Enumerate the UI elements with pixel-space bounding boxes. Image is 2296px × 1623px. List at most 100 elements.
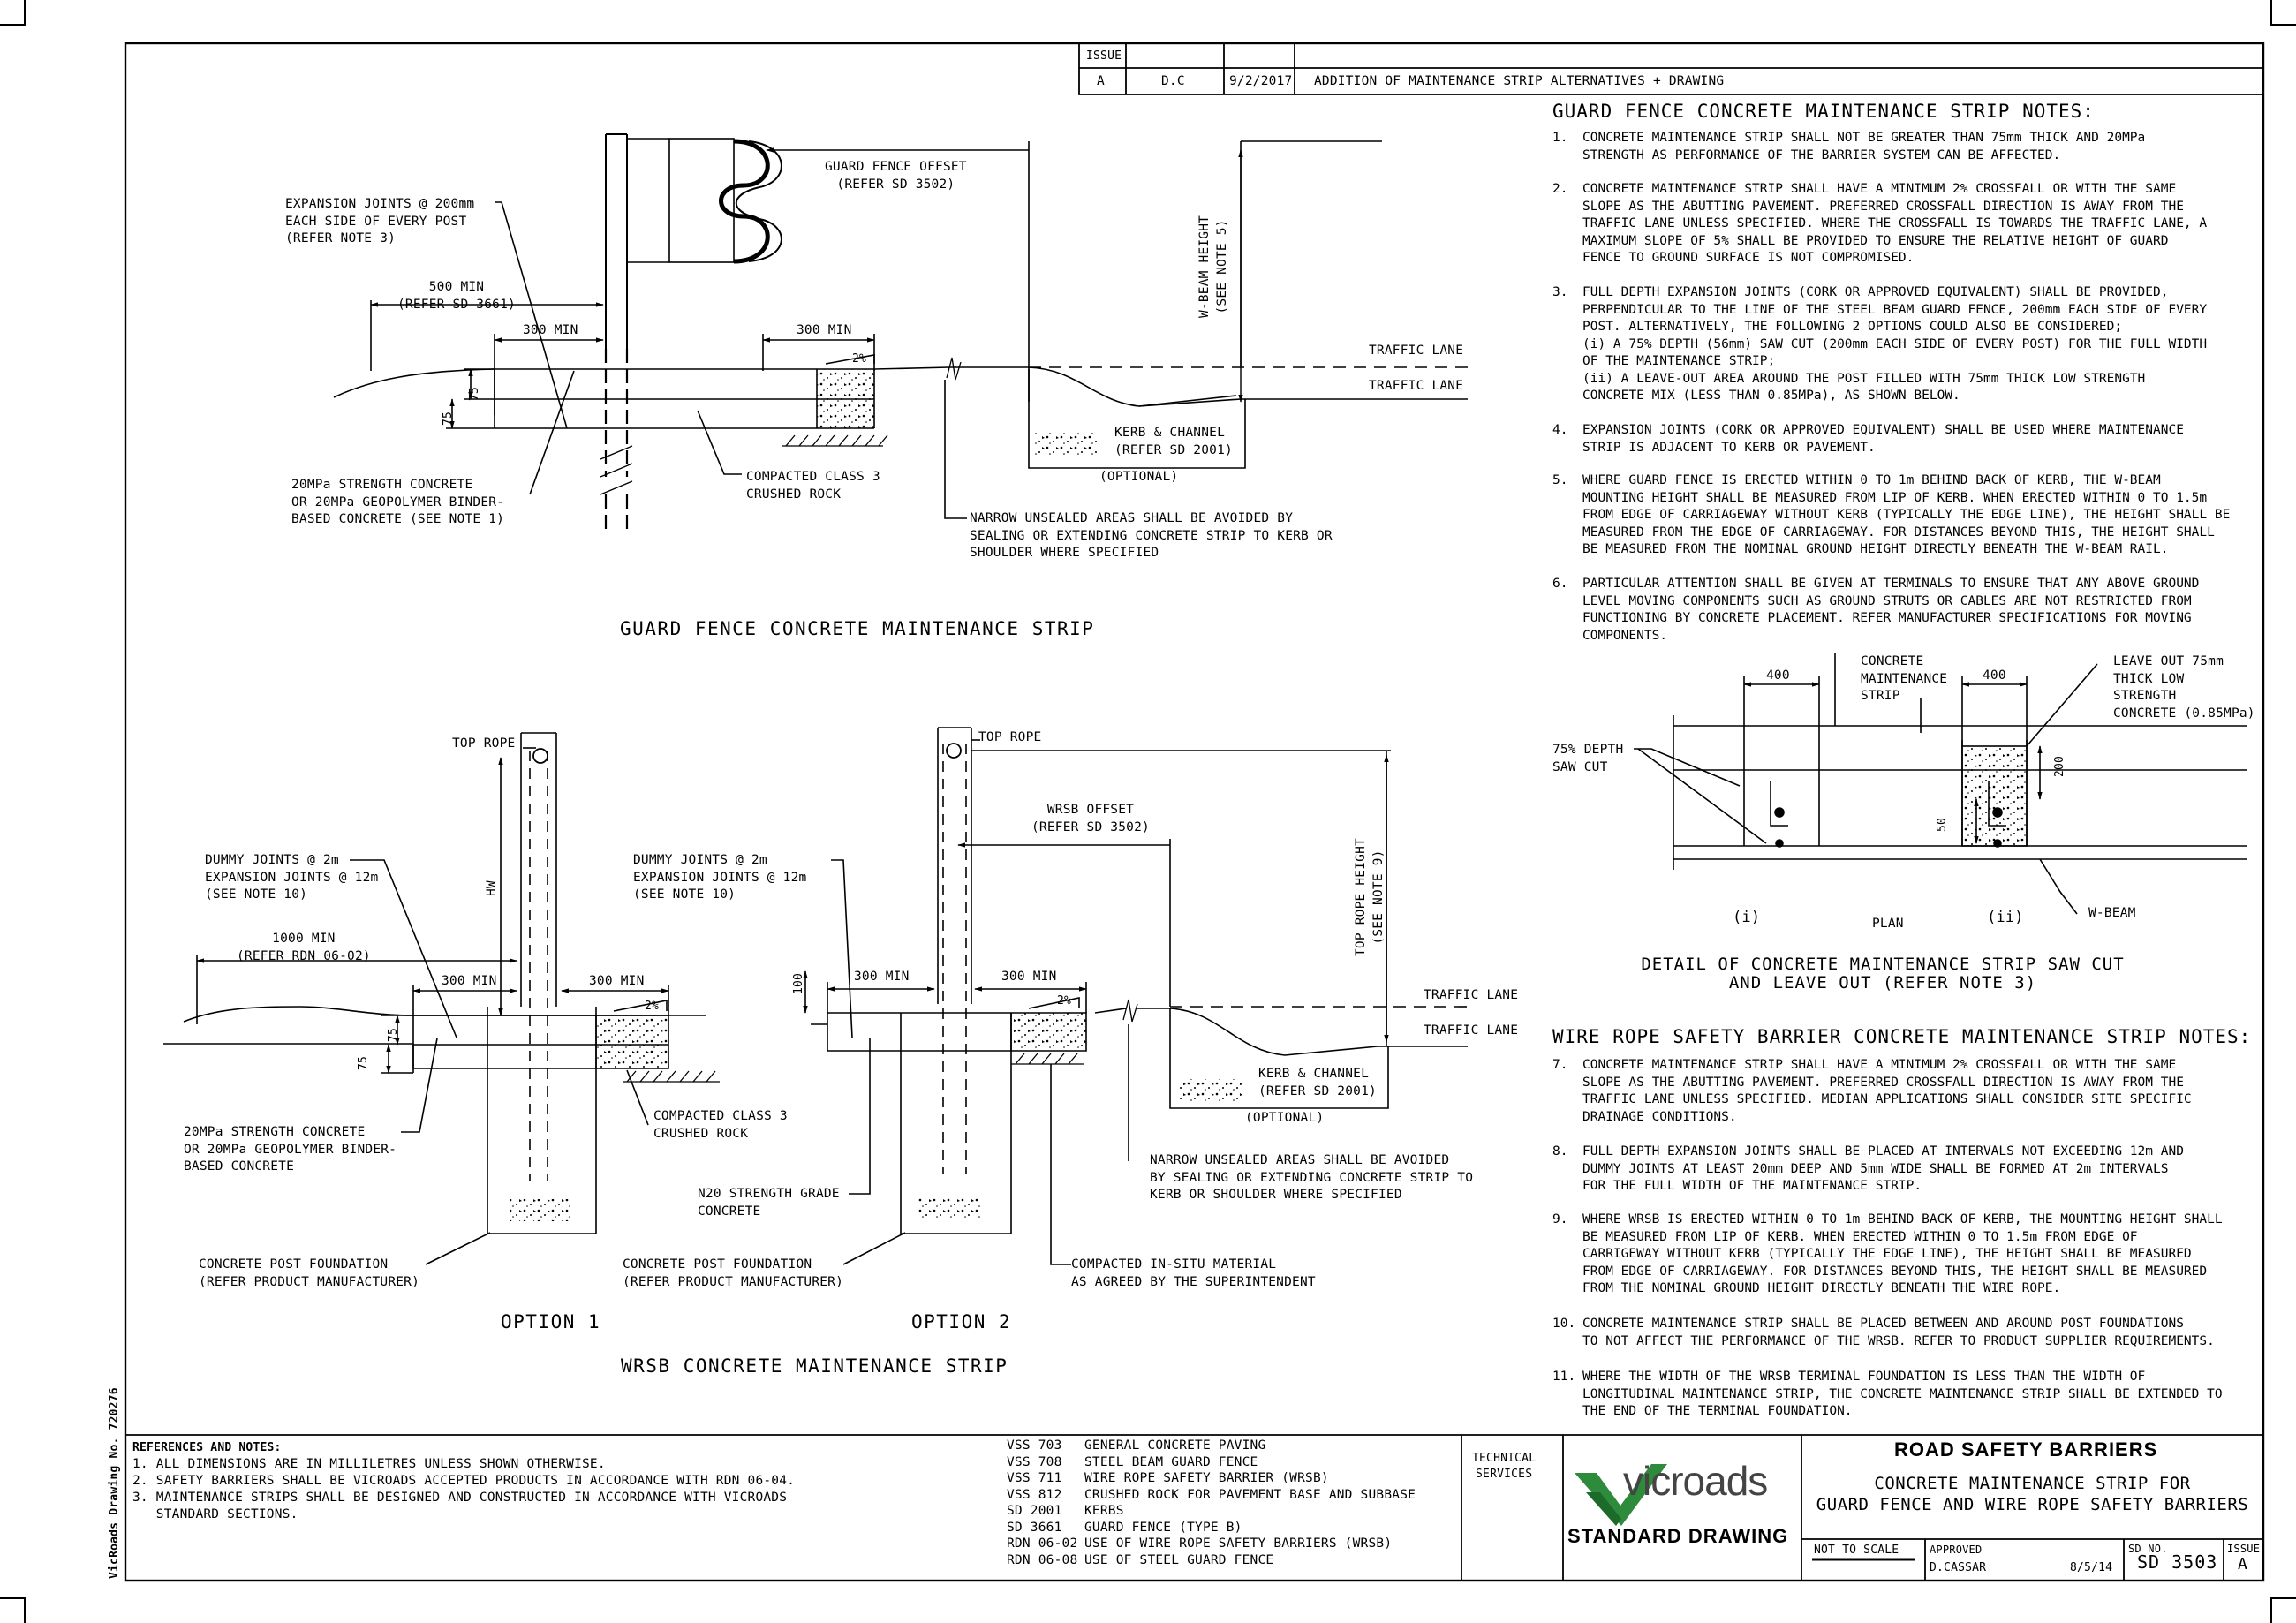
o2-optional-label: (OPTIONAL) <box>1245 1111 1325 1125</box>
detail-saw-cut-label: 75% DEPTH SAW CUT <box>1552 743 1624 774</box>
detail-wbeam-label: W-BEAM <box>2088 906 2136 920</box>
gf-dim-75b: 75 <box>442 411 455 426</box>
o2-top-rope-height-label: TOP ROPE HEIGHT (SEE NOTE 9) <box>1354 838 1386 956</box>
o1-dim-75b: 75 <box>357 1055 370 1070</box>
note-number: 8. <box>1552 1144 1568 1159</box>
title-block-lines <box>125 1434 2263 1581</box>
issue-table-by: D.C <box>1161 74 1185 88</box>
o2-kerb-label: KERB & CHANNEL (REFER SD 2001) <box>1258 1067 1377 1098</box>
o2-wrsb-offset-label: WRSB OFFSET (REFER SD 3502) <box>1031 803 1150 834</box>
detail-label-plan: PLAN <box>1872 917 1904 931</box>
o1-dim-75a: 75 <box>387 1027 400 1042</box>
not-to-scale: NOT TO SCALE <box>1814 1544 1899 1557</box>
note-text: WHERE THE WIDTH OF THE WRSB TERMINAL FOU… <box>1582 1370 2223 1418</box>
approved-label: APPROVED <box>1930 1544 1983 1556</box>
note-text: FULL DEPTH EXPANSION JOINTS (CORK OR APP… <box>1582 285 2208 403</box>
gf-caption: GUARD FENCE CONCRETE MAINTENANCE STRIP <box>620 618 1095 639</box>
o1-crushed-rock-label: COMPACTED CLASS 3 CRUSHED ROCK <box>653 1109 788 1141</box>
issue-label: ISSUE <box>2227 1543 2261 1555</box>
note-text: WHERE WRSB IS ERECTED WITHIN 0 TO 1m BEH… <box>1582 1212 2223 1295</box>
o2-traffic-lane-1: TRAFFIC LANE <box>1424 988 1519 1002</box>
note-number: 2. <box>1552 182 1568 196</box>
wrsb-option-1 <box>163 732 720 1265</box>
issue-table-header: ISSUE <box>1086 49 1122 63</box>
detail-400-left: 400 <box>1766 668 1790 683</box>
detail-strip-label: CONCRETE MAINTENANCE STRIP <box>1861 654 1948 703</box>
title-sub: CONCRETE MAINTENANCE STRIP FOR GUARD FEN… <box>1816 1474 2249 1514</box>
title-main: ROAD SAFETY BARRIERS <box>1894 1438 2158 1461</box>
std-codes: VSS 703 VSS 708 VSS 711 VSS 812 SD 2001 … <box>1007 1438 1078 1567</box>
o2-top-rope-label: TOP ROPE <box>978 730 1042 744</box>
approved-by: D.CASSAR <box>1930 1561 1987 1574</box>
detail-dim-200: 200 <box>2053 755 2066 777</box>
logo-mark <box>1575 1464 1667 1526</box>
o1-post-foundation-label: CONCRETE POST FOUNDATION (REFER PRODUCT … <box>199 1257 420 1289</box>
vicroads-logo-text: vicroads <box>1623 1458 1768 1504</box>
issue-table-issue: A <box>1097 74 1105 88</box>
note-text: WHERE GUARD FENCE IS ERECTED WITHIN 0 TO… <box>1582 473 2231 556</box>
note-number: 9. <box>1552 1212 1568 1227</box>
o2-crossfall-label: 2% <box>1057 994 1072 1008</box>
note-text: CONCRETE MAINTENANCE STRIP SHALL BE PLAC… <box>1582 1317 2215 1348</box>
o2-traffic-lane-2: TRAFFIC LANE <box>1424 1023 1519 1038</box>
wrsb-caption: WRSB CONCRETE MAINTENANCE STRIP <box>621 1355 1008 1377</box>
wrsb-notes-heading: WIRE ROPE SAFETY BARRIER CONCRETE MAINTE… <box>1552 1026 2252 1047</box>
standard-drawing-label: STANDARD DRAWING <box>1567 1525 1789 1547</box>
note-number: 6. <box>1552 577 1568 591</box>
gf-wbeam-height-label: W-BEAM HEIGHT (SEE NOTE 5) <box>1197 215 1229 318</box>
side-drawing-number: VicRoads Drawing No. 720276 <box>108 1387 121 1579</box>
guard-fence-section <box>333 133 1468 530</box>
gf-300min-right-label: 300 MIN <box>797 323 852 337</box>
note-number: 3. <box>1552 285 1568 299</box>
refs-notes: 1. ALL DIMENSIONS ARE IN MILLILETRES UNL… <box>132 1457 796 1521</box>
o2-narrow-areas-label: NARROW UNSEALED AREAS SHALL BE AVOIDED B… <box>1150 1153 1474 1202</box>
note-text: FULL DEPTH EXPANSION JOINTS SHALL BE PLA… <box>1582 1144 2184 1193</box>
note-text: CONCRETE MAINTENANCE STRIP SHALL HAVE A … <box>1582 1058 2192 1124</box>
o1-concrete-label: 20MPa STRENGTH CONCRETE OR 20MPa GEOPOLY… <box>184 1125 397 1174</box>
o2-300min-left: 300 MIN <box>854 970 910 984</box>
note-text: PARTICULAR ATTENTION SHALL BE GIVEN AT T… <box>1582 577 2200 643</box>
o1-dummy-joints-label: DUMMY JOINTS @ 2m EXPANSION JOINTS @ 12m… <box>205 853 379 902</box>
detail-label-i: (i) <box>1733 909 1761 926</box>
issue-value: A <box>2238 1555 2248 1574</box>
o1-hw-label: HW <box>485 880 499 896</box>
approved-date: 8/5/14 <box>2070 1561 2113 1574</box>
o1-top-rope-label: TOP ROPE <box>452 736 516 751</box>
gf-traffic-lane-2: TRAFFIC LANE <box>1369 379 1464 393</box>
o2-dummy-joints-label: DUMMY JOINTS @ 2m EXPANSION JOINTS @ 12m… <box>633 853 807 902</box>
gf-crushed-rock-label: COMPACTED CLASS 3 CRUSHED ROCK <box>746 470 880 502</box>
note-text: CONCRETE MAINTENANCE STRIP SHALL HAVE A … <box>1582 182 2208 265</box>
gf-500min-label: 500 MIN (REFER SD 3661) <box>397 280 516 312</box>
wrsb-option-2 <box>803 727 1468 1265</box>
detail-400-right: 400 <box>1983 668 2006 683</box>
note-number: 7. <box>1552 1058 1568 1072</box>
std-titles: GENERAL CONCRETE PAVING STEEL BEAM GUARD… <box>1084 1438 1416 1567</box>
gf-narrow-areas-label: NARROW UNSEALED AREAS SHALL BE AVOIDED B… <box>970 511 1333 560</box>
note-text: CONCRETE MAINTENANCE STRIP SHALL NOT BE … <box>1582 131 2146 162</box>
detail-leave-out-label: LEAVE OUT 75mm THICK LOW STRENGTH CONCRE… <box>2113 654 2255 721</box>
note-number: 11. <box>1552 1370 1576 1384</box>
gf-offset-label: GUARD FENCE OFFSET (REFER SD 3502) <box>825 160 967 192</box>
issue-table-description: ADDITION OF MAINTENANCE STRIP ALTERNATIV… <box>1314 74 1725 88</box>
note-text: EXPANSION JOINTS (CORK OR APPROVED EQUIV… <box>1582 423 2184 455</box>
detail-dim-50: 50 <box>1936 817 1949 832</box>
gf-crossfall-label: 2% <box>852 352 867 366</box>
note-number: 1. <box>1552 131 1568 145</box>
detail-plan <box>1634 653 2247 915</box>
gf-dim-75a: 75 <box>468 386 481 401</box>
gf-notes-heading: GUARD FENCE CONCRETE MAINTENANCE STRIP N… <box>1552 101 2095 122</box>
issue-table-date: 9/2/2017 <box>1229 74 1293 88</box>
gf-kerb-label: KERB & CHANNEL (REFER SD 2001) <box>1114 426 1233 457</box>
o2-300min-right: 300 MIN <box>1001 970 1057 984</box>
sd-no: SD 3503 <box>2137 1551 2218 1573</box>
refs-heading: REFERENCES AND NOTES: <box>132 1441 282 1454</box>
o1-1000min-label: 1000 MIN (REFER RDN 06-02) <box>237 932 371 963</box>
sd-no-label: SD NO. <box>2128 1543 2168 1555</box>
o2-n20-label: N20 STRENGTH GRADE CONCRETE <box>698 1187 840 1219</box>
gf-300min-left-label: 300 MIN <box>523 323 578 337</box>
o1-crossfall-label: 2% <box>645 1000 660 1013</box>
gf-optional-label: (OPTIONAL) <box>1099 470 1179 484</box>
gf-expansion-joints-label: EXPANSION JOINTS @ 200mm EACH SIDE OF EV… <box>285 197 475 245</box>
